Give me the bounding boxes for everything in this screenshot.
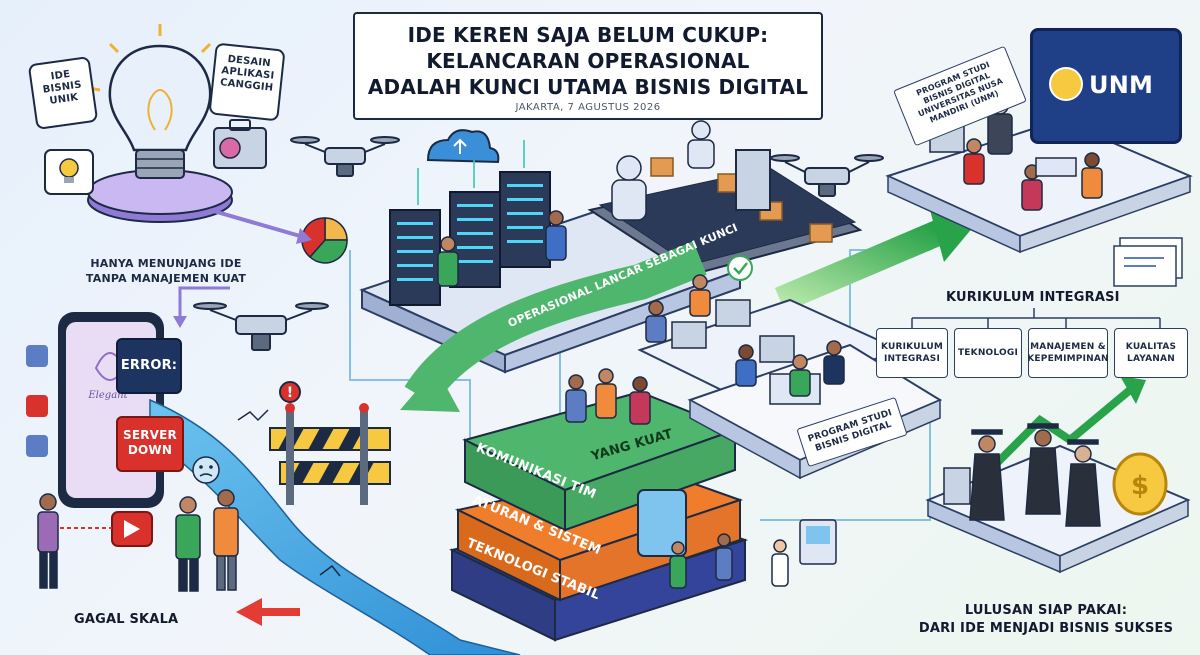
side-app-icons (26, 345, 48, 457)
curriculum-item-integrasi: KURIKULUM INTEGRASI (876, 328, 948, 378)
warning-icon (111, 511, 153, 547)
people-center (565, 368, 651, 425)
green-ribbon-arrow (400, 241, 707, 412)
people-office (645, 274, 845, 397)
error-popup: ERROR: (116, 338, 182, 394)
footer-line-1: LULUSAN SIAP PAKAI: (964, 603, 1128, 618)
computer-desks (671, 299, 821, 405)
kiosk-terminal (799, 519, 837, 565)
arrow-down-purple-head (173, 316, 187, 328)
curriculum-item-teknologi: TEKNOLOGI (954, 328, 1022, 378)
caption-line-2: TANPA MANAJEMEN KUAT (85, 272, 247, 285)
footer-line-2: DARI IDE MENJADI BISNIS SUKSES (918, 621, 1174, 636)
drone-broken-icon: ! (193, 302, 329, 403)
drone-icon (290, 136, 400, 177)
fail-arrow-head (236, 598, 262, 626)
unm-screen: UNM (1030, 28, 1182, 144)
cloud-icon (426, 129, 500, 164)
server-rack-3 (499, 171, 551, 268)
confused-emoji-icon (192, 456, 220, 484)
graduates (943, 423, 1101, 527)
road-barrier (269, 403, 391, 505)
toolbox-icon (213, 119, 267, 169)
arrow-to-pie (209, 208, 301, 238)
title-date: JAKARTA, 7 AGUSTUS 2026 (515, 102, 661, 113)
drone-right-icon (770, 154, 884, 197)
caption-hanya-menunjang: HANYA MENUNJANG IDE TANPA MANAJEMEN KUAT (46, 256, 286, 286)
bubble-ide-bisnis: IDE BISNIS UNIK (27, 56, 99, 130)
bulb-small-icon (44, 149, 94, 195)
conveyor-belt (587, 167, 863, 277)
curriculum-tree (911, 308, 1161, 328)
river (149, 398, 521, 655)
river-cracks (237, 409, 341, 577)
data-streams (417, 140, 525, 205)
workers-servers (437, 210, 567, 287)
server-down-popup: SERVER DOWN (116, 416, 184, 472)
people-bottom (669, 533, 789, 589)
title-line-3: ADALAH KUNCI UTAMA BISNIS DIGITAL (367, 75, 809, 99)
tablet-device (637, 489, 687, 557)
caption-line-1: HANYA MENUNJANG IDE (90, 257, 242, 270)
bubble-desain-aplikasi: DESAIN APLIKASI CANGGIH (208, 42, 286, 122)
server-rack-1 (389, 209, 441, 306)
curriculum-title: KURIKULUM INTEGRASI (946, 290, 1120, 305)
lightbulb-icon (87, 24, 233, 179)
unm-text: UNM (1089, 71, 1154, 99)
label-gagal-skala: GAGAL SKALA (74, 612, 179, 627)
package-boxes (650, 157, 833, 243)
scanner-gate (735, 149, 771, 211)
check-icon (727, 255, 753, 281)
app-name: Elegant (88, 390, 128, 401)
unm-logo-icon (1049, 67, 1083, 101)
document-stack-icon (1113, 237, 1183, 287)
curriculum-item-kualitas: KUALITAS LAYANAN (1114, 328, 1188, 378)
coin-icon: $ (1112, 452, 1168, 516)
growth-arrow (987, 376, 1146, 473)
svg-text:$: $ (1131, 471, 1149, 501)
title-line-1: IDE KEREN SAJA BELUM CUKUP: (407, 23, 769, 47)
footer-lulusan: LULUSAN SIAP PAKAI: DARI IDE MENJADI BIS… (900, 602, 1192, 638)
curriculum-item-manajemen: MANAJEMEN & KEPEMIMPINAN (1027, 328, 1109, 378)
lightbulb-platform (87, 169, 233, 223)
arrow-to-pie-head (296, 228, 312, 244)
arrow-down-purple (178, 286, 230, 318)
svg-text:!: ! (287, 385, 293, 401)
title-card: IDE KEREN SAJA BELUM CUKUP: KELANCARAN O… (353, 12, 823, 120)
people-left (37, 489, 239, 592)
classroom-platform (885, 118, 1193, 254)
robot-icon (611, 120, 715, 221)
title-line-2: KELANCARAN OPERASIONAL (426, 49, 750, 73)
